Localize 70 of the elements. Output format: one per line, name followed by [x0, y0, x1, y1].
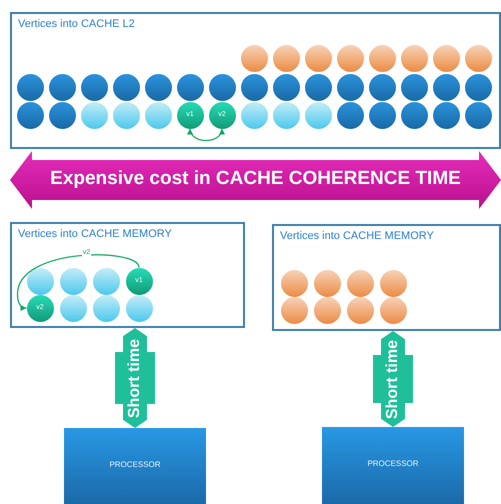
- vertex-circle: [432, 102, 460, 128]
- vertex-circle: [272, 44, 300, 72]
- edge-label: Short time: [384, 340, 402, 419]
- vertex-circle: [432, 74, 460, 100]
- vertex-circle: [346, 296, 374, 324]
- vertex-circle: [272, 74, 300, 100]
- vertex-circle: [432, 44, 460, 72]
- processor-block: [64, 428, 206, 504]
- vertex-circle: [92, 268, 120, 294]
- vertex-circle: [380, 270, 406, 296]
- cache-panel: [10, 12, 501, 149]
- vertex-circle: [464, 102, 492, 128]
- vertex-circle: [272, 102, 300, 128]
- vertex-circle: [368, 102, 396, 128]
- edge-label: Short time: [126, 338, 144, 418]
- vertex-circle: [304, 102, 332, 128]
- vertex-circle: [112, 74, 140, 100]
- vertex-circle: [126, 294, 152, 322]
- vertex-circle: [336, 74, 364, 100]
- arrow-label: Expensive cost in CACHE COHERENCE TIME: [49, 168, 462, 190]
- vertex-circle: [240, 74, 268, 100]
- vertex-circle: [464, 44, 492, 72]
- processor-label: PROCESSOR: [108, 460, 162, 469]
- arrow: [16, 254, 140, 311]
- vertex-circle: [16, 102, 44, 128]
- vertex-circle: [336, 44, 364, 72]
- processor-label: PROCESSOR: [366, 459, 420, 468]
- vertex-circle: [48, 102, 76, 128]
- arrow: [188, 128, 224, 142]
- box-title: Vertices into CACHE L2: [18, 18, 135, 30]
- vertex-circle: [346, 270, 374, 296]
- vertex-circle: [314, 296, 340, 324]
- vertex-circle: [368, 44, 396, 72]
- vertex-circle: [16, 74, 44, 100]
- vertex-circle: [26, 294, 54, 322]
- vertex-circle: [336, 102, 364, 128]
- vertex-circle: [280, 270, 308, 296]
- vertex-circle: [240, 44, 268, 72]
- vertex-circle: [400, 44, 428, 72]
- vertex-circle: [240, 102, 268, 128]
- vertex-circle: [60, 268, 86, 294]
- vertex-circle: [80, 74, 108, 100]
- cache-panel: [10, 222, 245, 328]
- vertex-circle: [304, 44, 332, 72]
- vertex-circle: [400, 74, 428, 100]
- vertex-circle: [368, 74, 396, 100]
- vertex-circle: [280, 296, 308, 324]
- vertex-circle: [112, 102, 140, 128]
- vertex-circle: [464, 74, 492, 100]
- vertex-circle: [92, 294, 120, 322]
- vertex-circle: [400, 102, 428, 128]
- vertex-circle: [314, 270, 340, 296]
- vertex-circle: [144, 102, 172, 128]
- vertex-circle: [176, 74, 204, 100]
- cache-panel: [272, 224, 501, 331]
- vertex-circle: [126, 268, 152, 294]
- vertex-circle: [176, 102, 204, 128]
- vertex-circle: [208, 102, 236, 128]
- double-arrow: [10, 151, 501, 209]
- vertex-circle: [26, 268, 54, 294]
- vertex-circle: [144, 74, 172, 100]
- vertex-circle: [60, 294, 86, 322]
- vertex-circle: [48, 74, 76, 100]
- box-title: Vertices into CACHE MEMORY: [18, 228, 172, 240]
- vertex-circle: [208, 74, 236, 100]
- box-title: Vertices into CACHE MEMORY: [280, 230, 434, 242]
- vertex-circle: [304, 74, 332, 100]
- vertex-circle: [80, 102, 108, 128]
- processor-block: [322, 427, 464, 504]
- vertex-circle: [380, 296, 406, 324]
